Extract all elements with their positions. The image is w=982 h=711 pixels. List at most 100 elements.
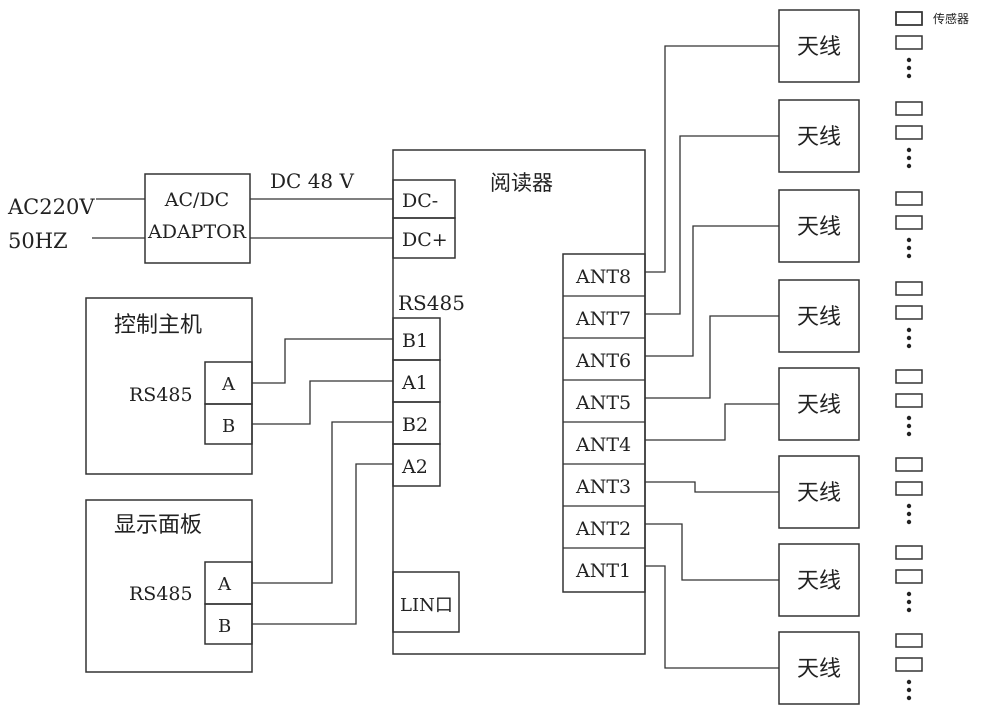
control-host-b-label: B — [222, 416, 235, 437]
sensor-ellipsis-dot — [906, 73, 912, 79]
antenna-label: 天线 — [797, 215, 841, 240]
antenna-port-label: ANT3 — [575, 476, 631, 498]
sensor-ellipsis-dot — [906, 679, 912, 685]
lin-port — [392, 571, 460, 633]
sensor-icon — [895, 569, 923, 584]
sensor-ellipsis-dot — [906, 253, 912, 259]
sensor-icon — [895, 281, 923, 296]
antenna-wire — [645, 403, 779, 441]
antenna-wire — [645, 481, 779, 493]
antenna-port-label: ANT5 — [575, 392, 631, 414]
sensor-ellipsis-dot — [906, 423, 912, 429]
sensor-ellipsis-dot — [906, 599, 912, 605]
antenna-port-column — [562, 253, 646, 593]
dc-plus-port — [392, 217, 456, 259]
antenna-wire — [645, 45, 779, 273]
dc-minus-label: DC- — [402, 190, 438, 212]
reader-title: 阅读器 — [490, 171, 553, 195]
sensor-ellipsis-dot — [906, 57, 912, 63]
sensor-ellipsis-dot — [906, 415, 912, 421]
sensor-ellipsis-dot — [906, 519, 912, 525]
antenna-port-label: ANT6 — [575, 350, 631, 372]
sensor-icon — [895, 305, 923, 320]
antenna-box — [778, 631, 860, 705]
antenna-wire — [645, 523, 779, 581]
antenna-port-label: ANT1 — [575, 560, 631, 582]
display-panel-rs485-label: RS485 — [129, 583, 193, 605]
antenna-label: 天线 — [797, 569, 841, 594]
sensor-icon — [895, 125, 923, 140]
reader-rs485-port-label: A1 — [401, 372, 428, 394]
sensor-icon — [895, 633, 923, 648]
antenna-box — [778, 99, 860, 173]
adaptor-label-line1: AC/DC — [164, 189, 229, 211]
sensor-ellipsis-dot — [906, 147, 912, 153]
antenna-box — [778, 455, 860, 529]
antenna-box — [778, 9, 860, 83]
antenna-label: 天线 — [797, 35, 841, 60]
sensor-icon — [895, 657, 923, 672]
antenna-wire — [645, 565, 779, 669]
reader-rs485-port-label: B2 — [402, 414, 428, 436]
antenna-wire — [645, 315, 779, 399]
wire-control-a-to-b1 — [252, 338, 393, 384]
display-panel-a-label: A — [217, 574, 232, 595]
sensor-legend-label: 传感器 — [933, 11, 969, 26]
wire-display-b-to-a2 — [252, 463, 393, 625]
antenna-wire — [645, 135, 779, 315]
sensor-icon — [895, 35, 923, 50]
antenna-box — [778, 189, 860, 263]
antenna-port-label: ANT4 — [575, 434, 631, 456]
sensor-icon — [895, 215, 923, 230]
display-panel-b-label: B — [218, 616, 231, 637]
antenna-box — [778, 367, 860, 441]
sensor-icon — [895, 545, 923, 560]
sensor-ellipsis-dot — [906, 343, 912, 349]
antenna-port-label: ANT8 — [575, 266, 631, 288]
reader-rs485-port — [392, 443, 441, 487]
sensor-ellipsis-dot — [906, 335, 912, 341]
sensor-ellipsis-dot — [906, 591, 912, 597]
frequency-label: 50HZ — [8, 229, 68, 253]
reader-rs485-port-label: B1 — [402, 330, 428, 352]
antenna-label: 天线 — [797, 481, 841, 506]
antenna-wire — [645, 225, 779, 357]
antenna-port-label: ANT7 — [575, 308, 631, 330]
dc-plus-label: DC+ — [402, 229, 448, 251]
sensor-ellipsis-dot — [906, 511, 912, 517]
wire-display-a-to-b2 — [252, 421, 393, 584]
sensor-icon — [895, 369, 923, 384]
sensor-ellipsis-dot — [906, 695, 912, 701]
antenna-label: 天线 — [797, 657, 841, 682]
display-panel-title: 显示面板 — [114, 513, 202, 538]
control-host-title: 控制主机 — [114, 313, 202, 338]
sensor-ellipsis-dot — [906, 155, 912, 161]
wire-control-b-to-a1 — [252, 380, 393, 425]
sensor-icon — [895, 191, 923, 206]
control-host-rs485-label: RS485 — [129, 384, 193, 406]
sensor-ellipsis-dot — [906, 65, 912, 71]
antenna-label: 天线 — [797, 125, 841, 150]
acdc-adaptor-box — [144, 173, 251, 264]
lin-port-label: LIN口 — [400, 595, 453, 616]
sensor-icon — [895, 457, 923, 472]
sensor-ellipsis-dot — [906, 607, 912, 613]
sensor-icon — [895, 481, 923, 496]
sensor-ellipsis-dot — [906, 163, 912, 169]
antenna-label: 天线 — [797, 305, 841, 330]
sensor-ellipsis-dot — [906, 431, 912, 437]
sensor-ellipsis-dot — [906, 327, 912, 333]
ac-input-label: AC220V — [7, 195, 95, 219]
sensor-icon — [895, 393, 923, 408]
dc-voltage-label: DC 48 V — [270, 169, 355, 193]
adaptor-label-line2: ADAPTOR — [147, 221, 247, 243]
sensor-ellipsis-dot — [906, 245, 912, 251]
antenna-port-label: ANT2 — [575, 518, 631, 540]
sensor-ellipsis-dot — [906, 237, 912, 243]
antenna-label: 天线 — [797, 393, 841, 418]
sensor-ellipsis-dot — [906, 503, 912, 509]
sensor-icon — [895, 11, 923, 26]
sensor-legend-icon — [895, 11, 923, 26]
sensor-icon — [895, 101, 923, 116]
